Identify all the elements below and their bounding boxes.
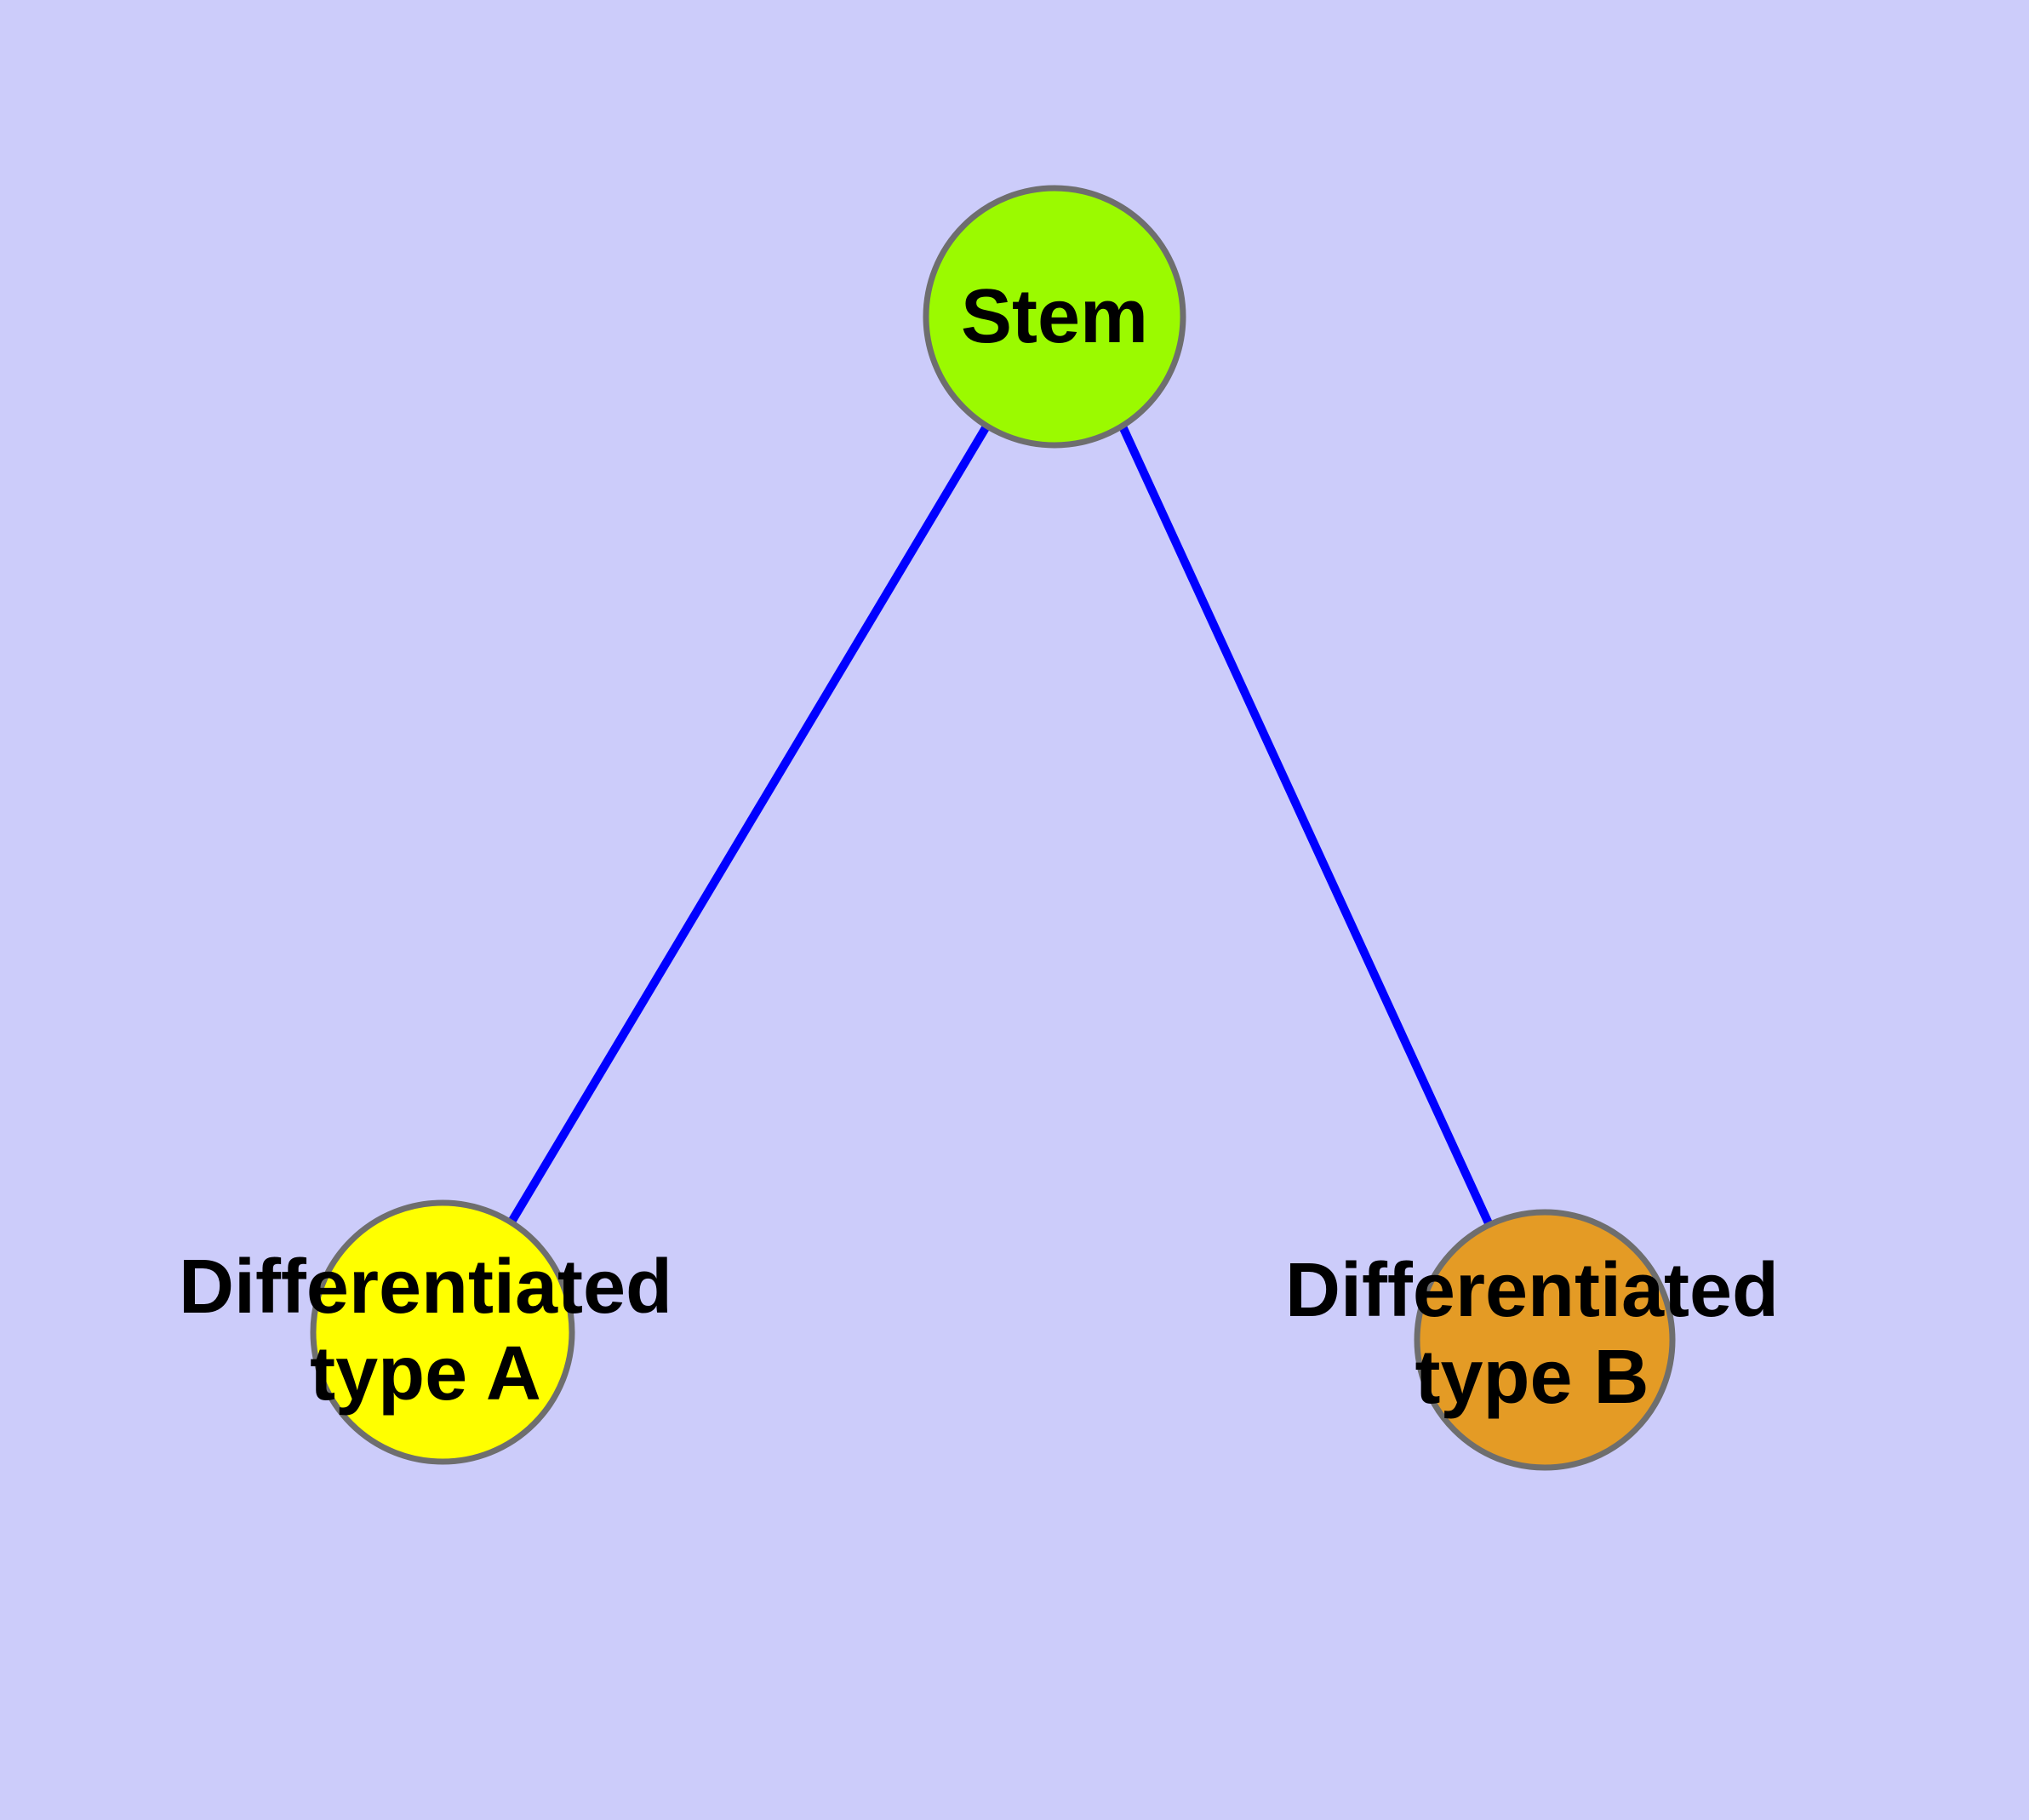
node-stem-label: Stem xyxy=(961,274,1148,359)
edge-group xyxy=(506,424,1493,1226)
edge-stem-to-type-b[interactable] xyxy=(1118,424,1493,1226)
edge-stem-to-type-a[interactable] xyxy=(506,424,991,1226)
node-stem[interactable]: Stem xyxy=(923,185,1186,449)
node-diff-type-b-circle[interactable] xyxy=(1414,1209,1676,1471)
node-diff-type-b-label-line1: Differentiated xyxy=(1285,1248,1779,1333)
node-stem-circle[interactable] xyxy=(923,185,1186,449)
node-diff-type-a-label-line2: type A xyxy=(310,1331,541,1417)
node-diff-type-a-label-line1: Differentiated xyxy=(179,1245,672,1330)
node-diff-type-b-label-line2: type B xyxy=(1415,1335,1649,1420)
node-diff-type-b[interactable]: Differentiated type B xyxy=(1285,1209,1779,1471)
node-diff-type-a[interactable]: Differentiated type A xyxy=(179,1199,672,1465)
node-diff-type-a-circle[interactable] xyxy=(310,1199,575,1465)
